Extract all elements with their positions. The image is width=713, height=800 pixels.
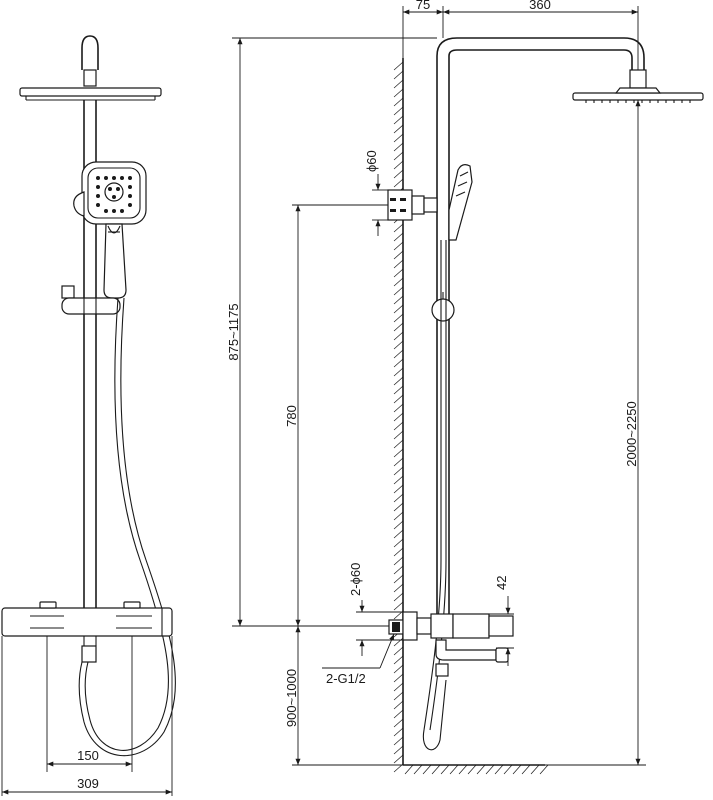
side-hose [422, 240, 447, 751]
hand-shower [81, 161, 147, 299]
label-inlet-thread: 2-G1/2 [326, 671, 366, 686]
dim-overall-width: 309 [77, 776, 99, 791]
wall [393, 58, 549, 775]
side-view: 75 360 ϕ60 875~1175 780 900~1000 2000~22… [226, 0, 704, 775]
side-riser [436, 56, 450, 618]
dim-arm-length: 360 [529, 0, 551, 12]
dim-bar-length: 780 [284, 405, 299, 427]
dim-mount-height: 900~1000 [284, 669, 299, 727]
mixer-body [1, 601, 173, 637]
side-mixer [388, 611, 514, 677]
shower-hose [78, 297, 176, 757]
upper-wall-bracket [387, 189, 438, 221]
dim-outlet-diameter: 2-ϕ60 [348, 563, 363, 596]
dim-wall-offset: 75 [416, 0, 430, 12]
front-view: 150 309 [1, 35, 176, 796]
side-hand-shower [448, 164, 473, 241]
dim-overall-height: 2000~2250 [624, 401, 639, 466]
dim-inlet-spacing: 150 [77, 748, 99, 763]
dim-holder-diameter: ϕ60 [364, 150, 379, 172]
rain-shower-head [19, 87, 162, 101]
shower-arm [436, 37, 647, 89]
dim-spout-height: 42 [494, 576, 509, 590]
dim-height-adjust: 875~1175 [226, 303, 241, 360]
side-rain-head [572, 87, 704, 103]
side-slide-holder [431, 298, 455, 322]
slide-holder [61, 285, 121, 315]
